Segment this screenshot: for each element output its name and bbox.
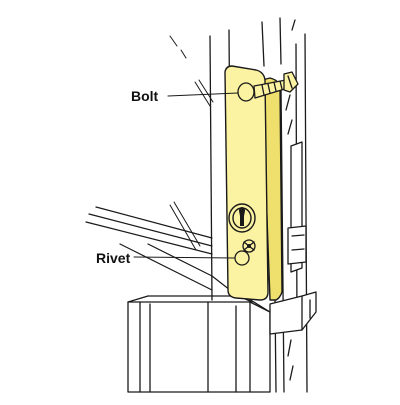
door-closer-box (127, 291, 271, 393)
door (85, 206, 231, 291)
rivet-label: Rivet (96, 250, 131, 266)
rivet (234, 239, 256, 266)
strike-plate (269, 141, 317, 335)
bolt-label: Bolt (131, 88, 159, 104)
bolt-leader (167, 92, 239, 97)
key-cylinder (228, 203, 256, 233)
leader-lines (133, 92, 239, 259)
rivet-leader (133, 256, 235, 259)
latch-guard-plate (224, 65, 283, 301)
shading-strokes (169, 35, 214, 251)
bolt (237, 71, 299, 102)
